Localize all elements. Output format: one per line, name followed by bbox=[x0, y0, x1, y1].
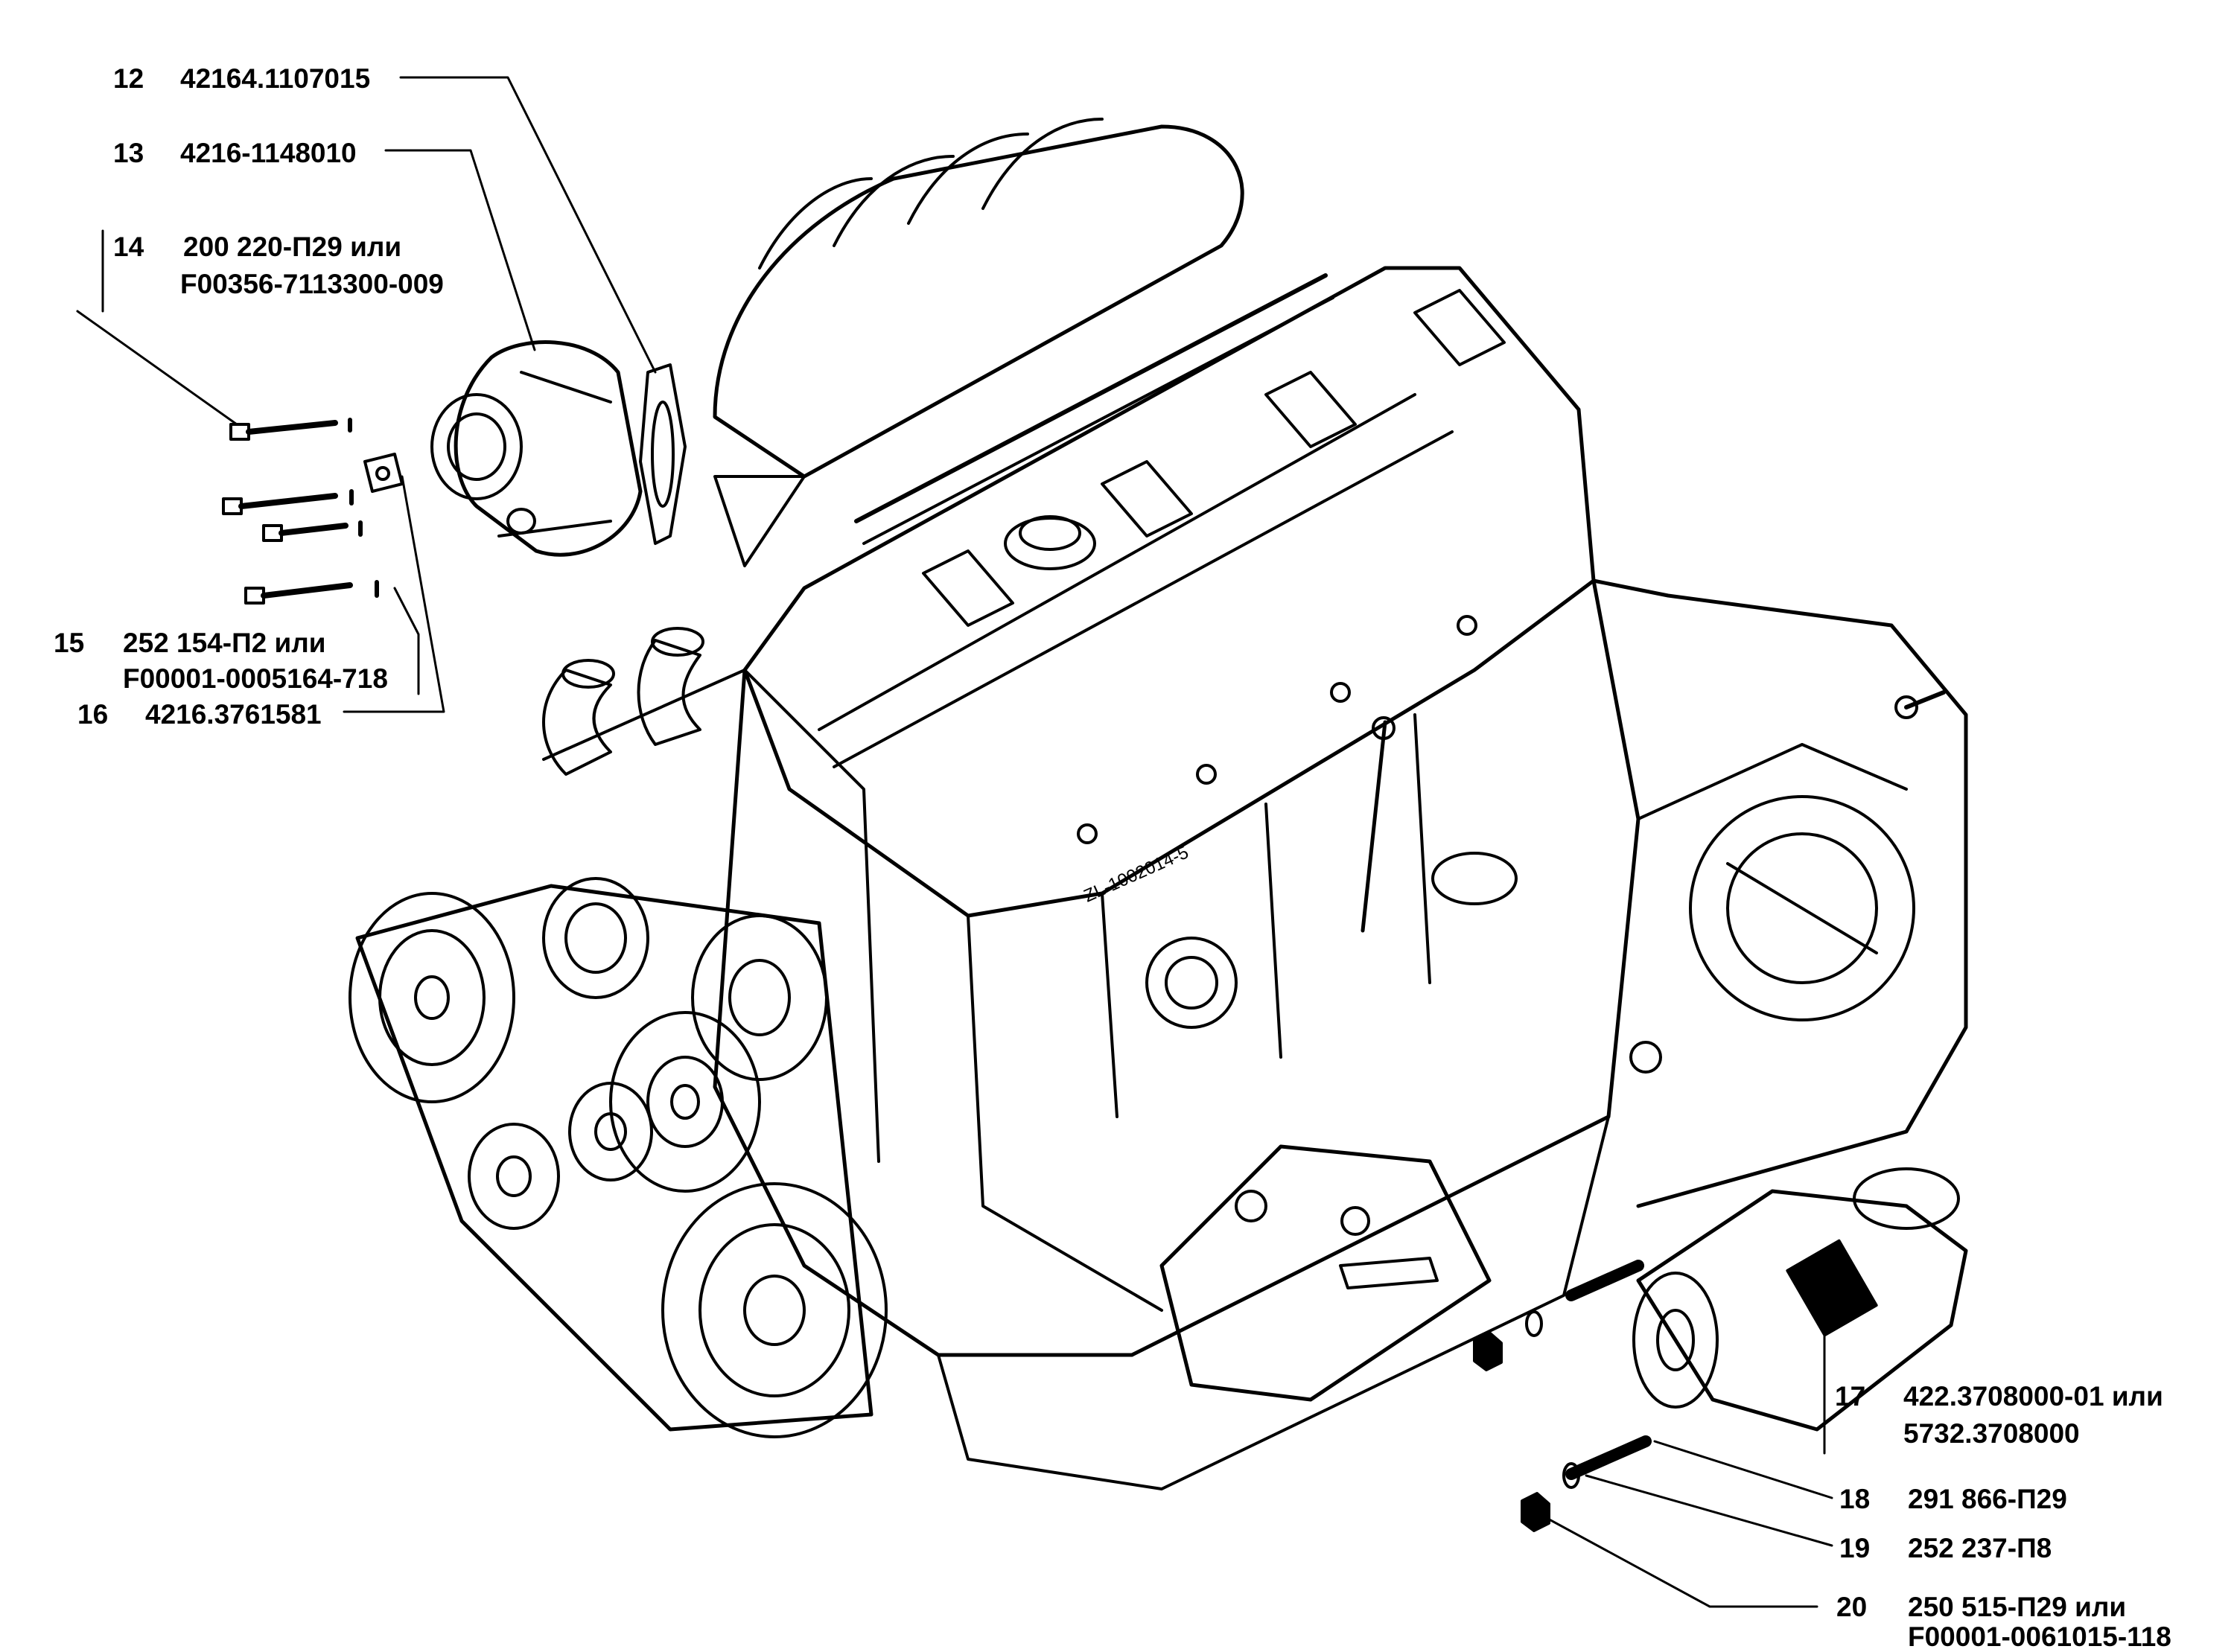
callout-15-code: 252 154-П2 или bbox=[123, 628, 326, 658]
callout-14-number: 14 bbox=[113, 232, 144, 262]
callout-16-code: 4216.3761581 bbox=[145, 699, 322, 730]
callout-17-number: 17 bbox=[1835, 1381, 1866, 1412]
throttle-body bbox=[430, 340, 643, 557]
belt-drive bbox=[349, 669, 888, 1438]
callout-18-code: 291 866-П29 bbox=[1908, 1484, 2067, 1514]
nut-20 bbox=[1473, 1331, 1550, 1532]
bolts bbox=[222, 418, 379, 605]
bell-housing bbox=[1591, 578, 1968, 1208]
callout-20-code: 250 515-П29 или bbox=[1908, 1592, 2127, 1622]
callout-20-alt-code: F00001-0061015-118 bbox=[1908, 1621, 2171, 1652]
callout-19-number: 19 bbox=[1839, 1533, 1871, 1563]
callout-20-number: 20 bbox=[1836, 1592, 1868, 1622]
casting-code: ZL-1002014-5 bbox=[1081, 842, 1191, 906]
engine-block: ZL-1002014-5 bbox=[713, 118, 1641, 1490]
callout-17-code: 422.3708000-01 или bbox=[1903, 1381, 2163, 1412]
leader-lines bbox=[76, 76, 1833, 1608]
callout-15-number: 15 bbox=[54, 628, 85, 658]
callout-17-alt-code: 5732.3708000 bbox=[1903, 1418, 2080, 1449]
callout-14-code: 200 220-П29 или bbox=[183, 232, 402, 262]
starter-motor bbox=[1632, 1167, 1968, 1432]
stud-18 bbox=[1565, 1260, 1652, 1480]
callout-13-code: 4216-1148010 bbox=[180, 138, 357, 168]
callout-13-number: 13 bbox=[113, 138, 144, 168]
callout-12-code: 42164.1107015 bbox=[180, 63, 371, 94]
callout-16-number: 16 bbox=[77, 699, 109, 730]
washer-19 bbox=[1525, 1310, 1580, 1489]
callout-15-alt-code: F00001-0005164-718 bbox=[123, 663, 388, 694]
bracket-part-16 bbox=[363, 453, 404, 493]
hoses bbox=[542, 627, 704, 776]
callout-12-number: 12 bbox=[113, 63, 144, 94]
callout-18-number: 18 bbox=[1839, 1484, 1871, 1514]
callout-14-alt-code: F00356-7113300-009 bbox=[180, 269, 444, 299]
throttle-gasket bbox=[639, 363, 687, 545]
engine-mount bbox=[1159, 1144, 1492, 1402]
callout-19-code: 252 237-П8 bbox=[1908, 1533, 2052, 1563]
